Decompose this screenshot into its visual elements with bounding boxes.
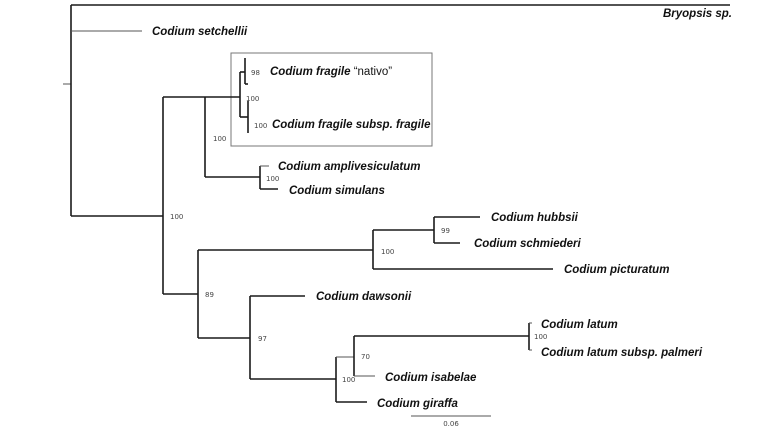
support-hubbsii-picturatum: 100	[381, 248, 394, 256]
taxon-fragile-nativo: Codium fragile “nativo”	[270, 66, 392, 78]
taxon-schmiederi: Codium schmiederi	[474, 238, 582, 250]
taxon-hubbsii: Codium hubbsii	[491, 212, 579, 224]
taxon-setchellii: Codium setchellii	[152, 26, 248, 38]
support-lower-clade: 89	[205, 291, 214, 299]
support-fragile-fragile: 100	[254, 122, 267, 130]
support-latum-isabelae: 70	[361, 353, 370, 361]
taxon-fragile-fragile: Codium fragile subsp. fragile	[272, 119, 431, 131]
support-fragile-nativo: 98	[251, 69, 260, 77]
taxon-bryopsis: Bryopsis sp.	[663, 8, 732, 20]
taxon-dawsonii: Codium dawsonii	[316, 291, 412, 303]
taxon-amplivesiculatum: Codium amplivesiculatum	[278, 161, 421, 173]
support-latum-giraffa: 100	[342, 376, 355, 384]
taxon-fragile-nativo-name: Codium fragile	[270, 66, 351, 78]
support-ingroup-main: 100	[170, 213, 183, 221]
support-fragile-amplivesiculatum: 100	[213, 135, 226, 143]
taxon-isabelae: Codium isabelae	[385, 372, 477, 384]
scale-bar-label: 0.06	[443, 420, 459, 428]
support-dawsonii-clade: 97	[258, 335, 267, 343]
taxon-latum-palmeri: Codium latum subsp. palmeri	[541, 347, 703, 359]
support-amplivesiculatum-simulans: 100	[266, 175, 279, 183]
support-hubbsii-schmiederi: 99	[441, 227, 450, 235]
taxon-giraffa: Codium giraffa	[377, 398, 459, 410]
highlight-box-codium-fragile	[230, 52, 433, 147]
taxon-simulans: Codium simulans	[289, 185, 385, 197]
taxon-latum: Codium latum	[541, 319, 618, 331]
taxon-fragile-nativo-qualifier: “nativo”	[351, 66, 393, 78]
support-latum-pair: 100	[534, 333, 547, 341]
taxon-picturatum: Codium picturatum	[564, 264, 669, 276]
support-fragile-clade: 100	[246, 95, 259, 103]
